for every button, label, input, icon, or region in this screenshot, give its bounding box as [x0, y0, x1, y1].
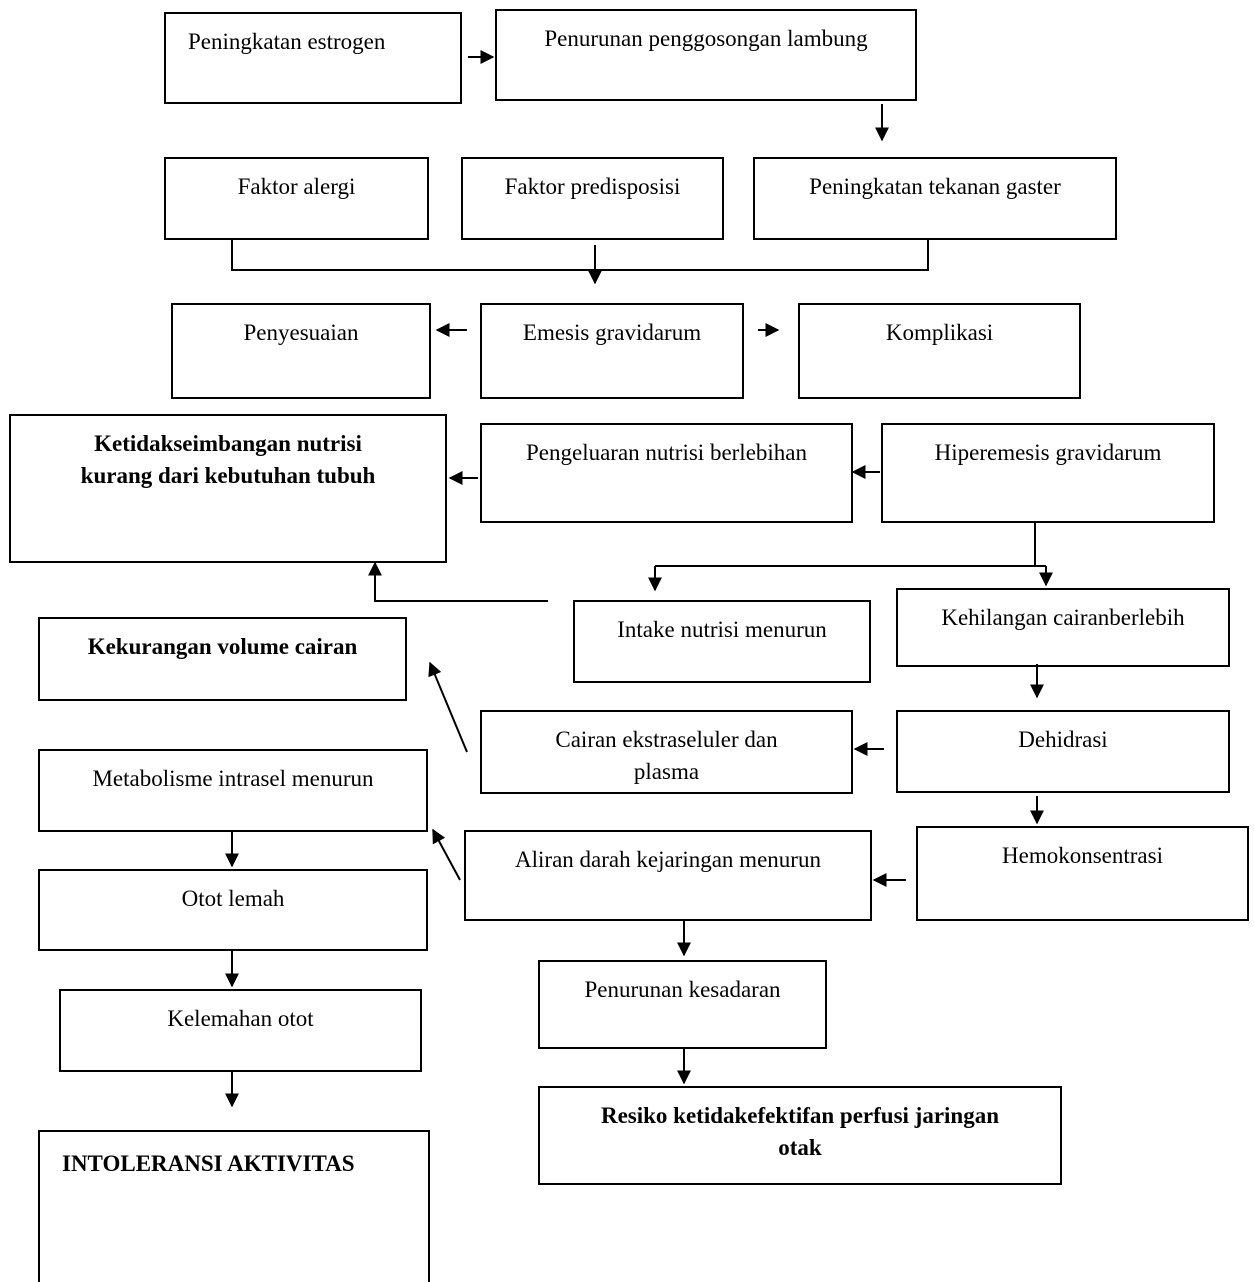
node-label: Faktor predisposisi — [504, 174, 681, 199]
merge-line-factors — [231, 240, 929, 271]
node-intoleransi-aktivitas: INTOLERANSI AKTIVITAS — [38, 1130, 430, 1282]
node-peningkatan-estrogen: Peningkatan estrogen — [164, 12, 462, 104]
node-label: Penurunan kesadaran — [584, 977, 781, 1002]
node-cairan-ekstraseluler: Cairan ekstraseluler dan plasma — [480, 710, 853, 794]
node-label: Intake nutrisi menurun — [617, 617, 827, 642]
node-faktor-alergi: Faktor alergi — [164, 157, 429, 240]
node-label: Otot lemah — [181, 886, 285, 911]
node-label: Faktor alergi — [237, 174, 356, 199]
node-kehilangan-cairan: Kehilangan cairanberlebih — [896, 588, 1230, 667]
node-hiperemesis-gravidarum: Hiperemesis gravidarum — [881, 423, 1215, 523]
node-komplikasi: Komplikasi — [798, 303, 1081, 399]
node-label: Metabolisme intrasel menurun — [92, 766, 374, 791]
node-label: Resiko ketidakefektifan perfusi jaringan… — [600, 1103, 1000, 1160]
node-label: Pengeluaran nutrisi berlebihan — [525, 440, 808, 465]
node-kekurangan-volume-cairan: Kekurangan volume cairan — [38, 617, 407, 701]
node-otot-lemah: Otot lemah — [38, 869, 428, 951]
node-faktor-predisposisi: Faktor predisposisi — [461, 157, 724, 240]
node-hemokonsentrasi: Hemokonsentrasi — [916, 826, 1249, 921]
node-penurunan-penggosongan-lambung: Penurunan penggosongan lambung — [495, 9, 917, 101]
arrow-intake-to-ketidakseimbangan — [368, 561, 548, 602]
node-intake-nutrisi: Intake nutrisi menurun — [573, 600, 871, 683]
node-kelemahan-otot: Kelemahan otot — [59, 989, 422, 1072]
node-label: Aliran darah kejaringan menurun — [515, 847, 821, 872]
node-aliran-darah: Aliran darah kejaringan menurun — [464, 830, 872, 921]
node-label: Cairan ekstraseluler dan plasma — [555, 727, 778, 784]
node-label: Dehidrasi — [1018, 727, 1108, 752]
node-label: Peningkatan estrogen — [188, 29, 386, 54]
node-resiko-perfusi: Resiko ketidakefektifan perfusi jaringan… — [538, 1086, 1062, 1185]
node-label: Emesis gravidarum — [522, 320, 702, 345]
node-label: Kekurangan volume cairan — [87, 634, 358, 659]
arrow-cairan-to-kekurangan — [428, 661, 468, 753]
node-label: Penurunan penggosongan lambung — [544, 26, 868, 51]
node-label: Kelemahan otot — [167, 1006, 314, 1031]
node-label: Peningkatan tekanan gaster — [809, 174, 1061, 199]
node-peningkatan-tekanan-gaster: Peningkatan tekanan gaster — [753, 157, 1117, 240]
node-emesis-gravidarum: Emesis gravidarum — [480, 303, 744, 399]
node-label: Kehilangan cairanberlebih — [941, 605, 1185, 630]
node-label: Penyesuaian — [243, 320, 359, 345]
node-label: Hemokonsentrasi — [1002, 843, 1163, 868]
node-penyesuaian: Penyesuaian — [171, 303, 431, 399]
node-pengeluaran-nutrisi: Pengeluaran nutrisi berlebihan — [480, 423, 853, 523]
node-label: Ketidakseimbangan nutrisi kurang dari ke… — [80, 431, 376, 488]
node-label: Komplikasi — [885, 320, 994, 345]
arrow-aliran-to-metabolisme — [432, 828, 461, 881]
node-metabolisme-intrasel: Metabolisme intrasel menurun — [38, 749, 428, 832]
node-label: Hiperemesis gravidarum — [934, 440, 1162, 465]
node-ketidakseimbangan-nutrisi: Ketidakseimbangan nutrisi kurang dari ke… — [9, 414, 447, 563]
node-label: INTOLERANSI AKTIVITAS — [62, 1151, 355, 1176]
node-dehidrasi: Dehidrasi — [896, 710, 1230, 793]
node-penurunan-kesadaran: Penurunan kesadaran — [538, 960, 827, 1049]
